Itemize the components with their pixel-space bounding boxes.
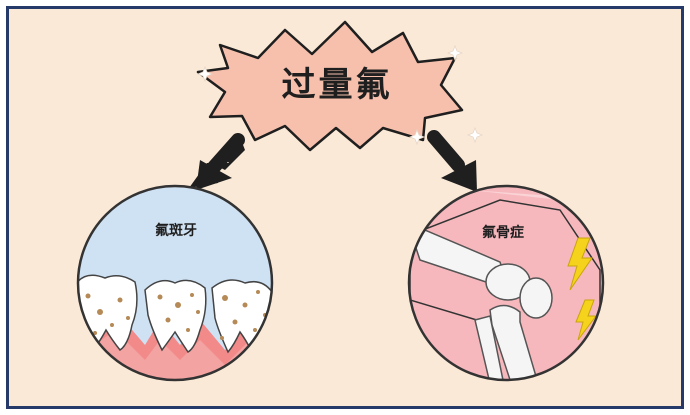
dental-fluorosis-illustration xyxy=(76,184,274,382)
arrow-down-right-icon xyxy=(427,130,477,192)
arrow-down-left-icon xyxy=(189,133,245,190)
dental-fluorosis-label: 氟斑牙 xyxy=(155,223,197,239)
lightning-icon xyxy=(567,237,597,341)
skeletal-fluorosis-illustration xyxy=(407,184,605,382)
title: 过量氟 xyxy=(281,65,393,105)
sparkle-icon xyxy=(196,44,484,146)
skeletal-fluorosis-label: 氟骨症 xyxy=(482,225,524,241)
title-burst xyxy=(196,20,464,152)
